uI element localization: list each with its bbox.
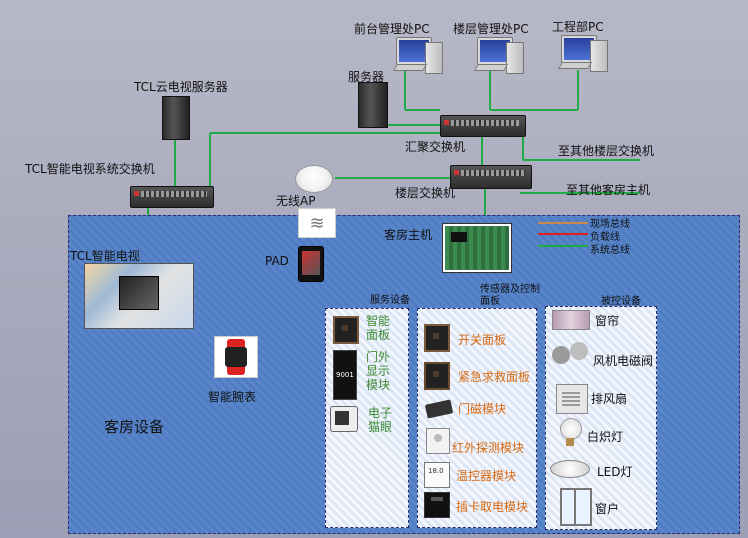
- tcl-cloud-server-label: TCL云电视服务器: [134, 80, 228, 94]
- service-item-peephole: 电子猫眼: [368, 406, 393, 434]
- server-icon: [358, 82, 388, 128]
- service-devices-label: 服务设备: [370, 295, 410, 306]
- sensor-item-infrared: 红外探测模块: [452, 441, 525, 455]
- door-number: 9001: [336, 371, 354, 379]
- smart-panel-icon: [333, 316, 359, 344]
- switch-panel-icon: [424, 324, 450, 352]
- service-item-smart-panel: 智能面板: [366, 314, 391, 342]
- server-label: 服务器: [348, 70, 385, 84]
- sensor-item-thermostat: 温控器模块: [456, 469, 517, 483]
- controlled-item-window: 窗户: [595, 502, 620, 516]
- tcl-smart-tv-label: TCL智能电视: [70, 249, 140, 263]
- window-icon: [560, 488, 592, 526]
- sensor-item-switch-panel: 开关面板: [458, 333, 507, 347]
- sensor-item-card-power: 插卡取电模块: [456, 500, 529, 514]
- floor-switch-label: 楼层交换机: [395, 186, 456, 200]
- emergency-panel-icon: [424, 362, 450, 390]
- incandescent-lamp-icon: [560, 418, 582, 448]
- room-host-label: 客房主机: [384, 228, 433, 242]
- sensor-item-door-magnet: 门磁模块: [458, 402, 507, 416]
- tv-icon: [84, 263, 194, 329]
- wireless-ap-icon: [295, 165, 333, 193]
- sensors-panels-text: 传感器及控制面板: [480, 284, 540, 307]
- service-item-door-display: 门外显示模块: [366, 350, 391, 392]
- sensor-item-emergency: 紧急求救面板: [458, 370, 531, 384]
- controlled-item-exhaust-fan: 排风扇: [591, 392, 628, 406]
- wireless-ap-label: 无线AP: [276, 194, 316, 208]
- to-other-room-hosts-label: 至其他客房主机: [566, 183, 651, 197]
- smart-watch-label: 智能腕表: [208, 390, 257, 404]
- tcl-cloud-server-icon: [162, 96, 190, 140]
- controlled-item-curtain: 窗帘: [595, 314, 620, 328]
- pad-label: PAD: [265, 254, 289, 268]
- tcl-tv-switch-label: TCL智能电视系统交换机: [25, 162, 155, 176]
- pad-icon: [298, 246, 324, 282]
- electronic-peephole-icon: [330, 406, 358, 432]
- curtain-icon: [552, 310, 590, 330]
- legend-field-bus-line: [538, 222, 588, 224]
- controlled-item-incandescent: 白炽灯: [587, 430, 624, 444]
- wifi-icon: ≋: [298, 208, 336, 238]
- legend-load-line: [538, 233, 588, 235]
- controlled-devices-label: 被控设备: [601, 296, 641, 307]
- infrared-detector-icon: [426, 428, 450, 454]
- card-power-icon: [424, 492, 450, 518]
- to-other-floor-switches-label: 至其他楼层交换机: [558, 144, 655, 158]
- legend-system-bus-line: [538, 245, 588, 247]
- fan-valve-icon: [552, 340, 592, 368]
- tcl-tv-switch-icon: [130, 186, 214, 208]
- room-host-icon: [443, 224, 511, 272]
- floor-switch-icon: [450, 165, 532, 189]
- room-equipment-label: 客房设备: [104, 418, 165, 436]
- aggregation-switch-icon: [440, 115, 526, 137]
- sensors-panels-label: 传感器及控制面板: [480, 284, 544, 308]
- legend-field-bus-label: 现场总线: [590, 219, 630, 230]
- legend-load-label: 负载线: [590, 232, 620, 243]
- controlled-item-led: LED灯: [597, 465, 633, 479]
- engineering-pc-label: 工程部PC: [552, 20, 604, 34]
- door-display-icon: 9001: [333, 350, 357, 400]
- exhaust-fan-icon: [556, 384, 588, 414]
- floor-mgmt-pc-label: 楼层管理处PC: [453, 22, 529, 36]
- front-desk-pc-label: 前台管理处PC: [354, 22, 430, 36]
- controlled-item-fan-valve: 风机电磁阀: [593, 354, 654, 368]
- smart-watch-icon: [214, 336, 258, 378]
- thermostat-icon: [424, 462, 450, 488]
- led-lamp-icon: [550, 460, 590, 478]
- aggregation-switch-label: 汇聚交换机: [405, 140, 466, 154]
- legend-system-bus-label: 系统总线: [590, 245, 630, 256]
